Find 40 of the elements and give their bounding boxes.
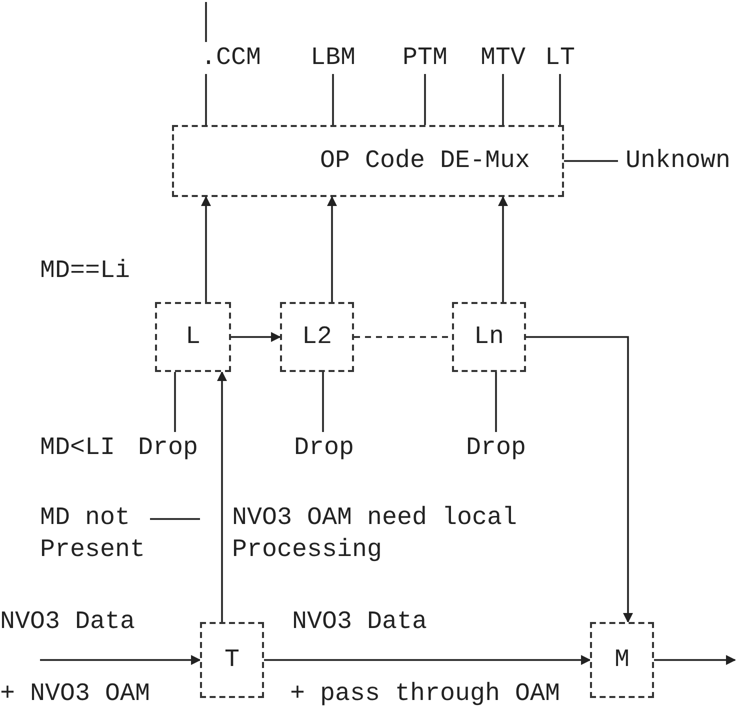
- node-label: Drop: [464, 432, 528, 464]
- connector-line: [205, 74, 207, 125]
- process-box: OP Code DE-Mux: [172, 125, 564, 197]
- process-box: Ln: [452, 302, 526, 372]
- arrow: [327, 196, 337, 302]
- text-label: + NVO3 OAM: [0, 678, 150, 710]
- connector-line: [205, 2, 207, 42]
- node-label: MD not Present: [40, 502, 150, 566]
- arrow: [40, 655, 201, 665]
- arrow: [264, 655, 591, 665]
- node-label: LBM: [308, 42, 358, 74]
- node-label: .CCM: [198, 42, 264, 74]
- arrow: [217, 371, 227, 622]
- node-label: PTM: [400, 42, 450, 74]
- arrow: [201, 196, 211, 302]
- arrow: [654, 655, 736, 665]
- text-label: NVO3 Data: [292, 606, 428, 638]
- text-label: NVO3 Data: [0, 606, 136, 638]
- node-label: Drop: [136, 432, 200, 464]
- connector-line: [174, 372, 176, 432]
- connector-line: [332, 74, 334, 125]
- arrow: [498, 196, 508, 302]
- arrow: [526, 336, 633, 623]
- connector-line: [502, 74, 504, 125]
- leader-line: [150, 518, 200, 520]
- connector-line: [559, 74, 561, 125]
- connector-line: [424, 74, 426, 125]
- text-label: + pass through OAM: [290, 678, 560, 710]
- node-label: MTV: [478, 42, 528, 74]
- process-box: T: [200, 622, 264, 698]
- connector-line: [495, 372, 497, 432]
- connector-line: [564, 160, 618, 162]
- process-box: L2: [280, 302, 354, 372]
- process-box: M: [590, 622, 654, 698]
- node-label: Unknown: [618, 145, 738, 177]
- process-box: L: [155, 302, 231, 372]
- arrow: [231, 332, 281, 342]
- node-label: LT: [543, 42, 577, 74]
- node-label: Drop: [292, 432, 356, 464]
- connector-line: [322, 372, 324, 432]
